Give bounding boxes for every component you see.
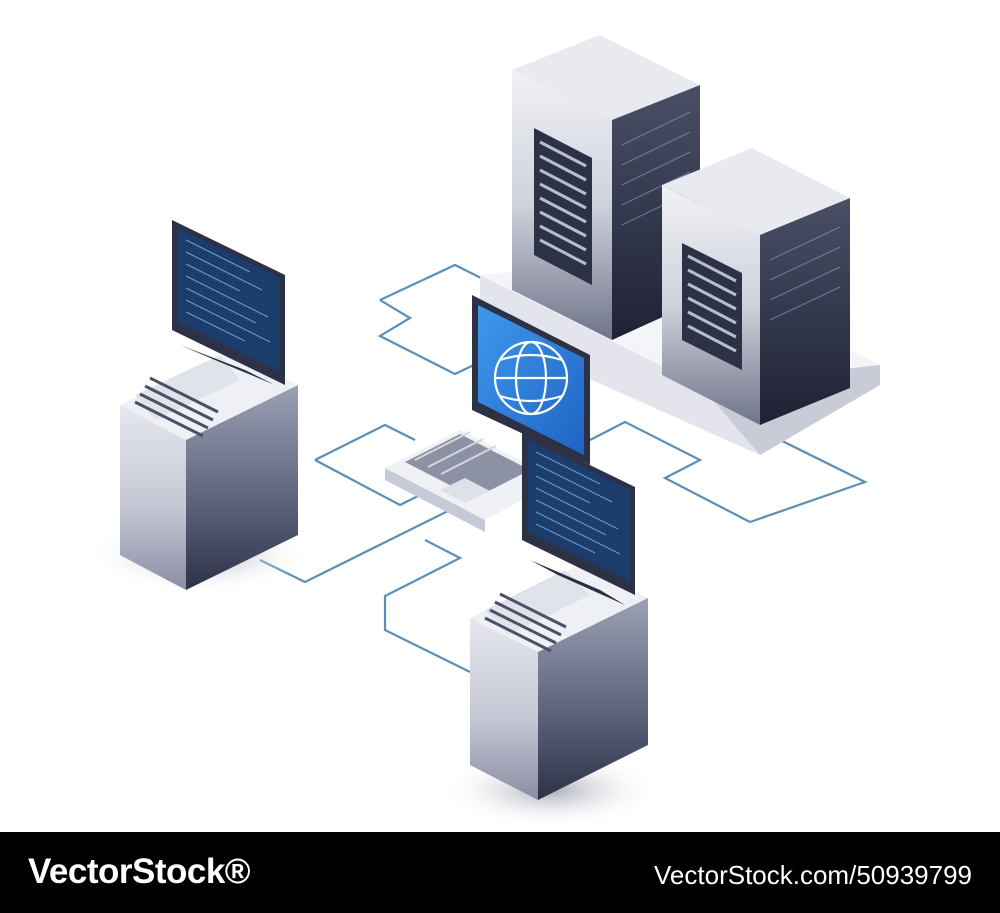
workstation-icon: [90, 220, 310, 593]
server-rack-icon: [662, 148, 850, 425]
globe-icon: [493, 340, 569, 416]
laptop-icon: [385, 295, 590, 532]
keyboard-icon: [485, 570, 590, 635]
vectorstock-logo: VectorStock®: [28, 852, 251, 891]
isometric-network-illustration: [90, 35, 880, 828]
watermark-footer: VectorStock® VectorStock.com/50939799: [0, 832, 1000, 913]
stock-image-id: VectorStock.com/50939799: [654, 860, 972, 890]
workstation-icon: [440, 432, 660, 828]
keyboard-keys: [134, 376, 219, 438]
